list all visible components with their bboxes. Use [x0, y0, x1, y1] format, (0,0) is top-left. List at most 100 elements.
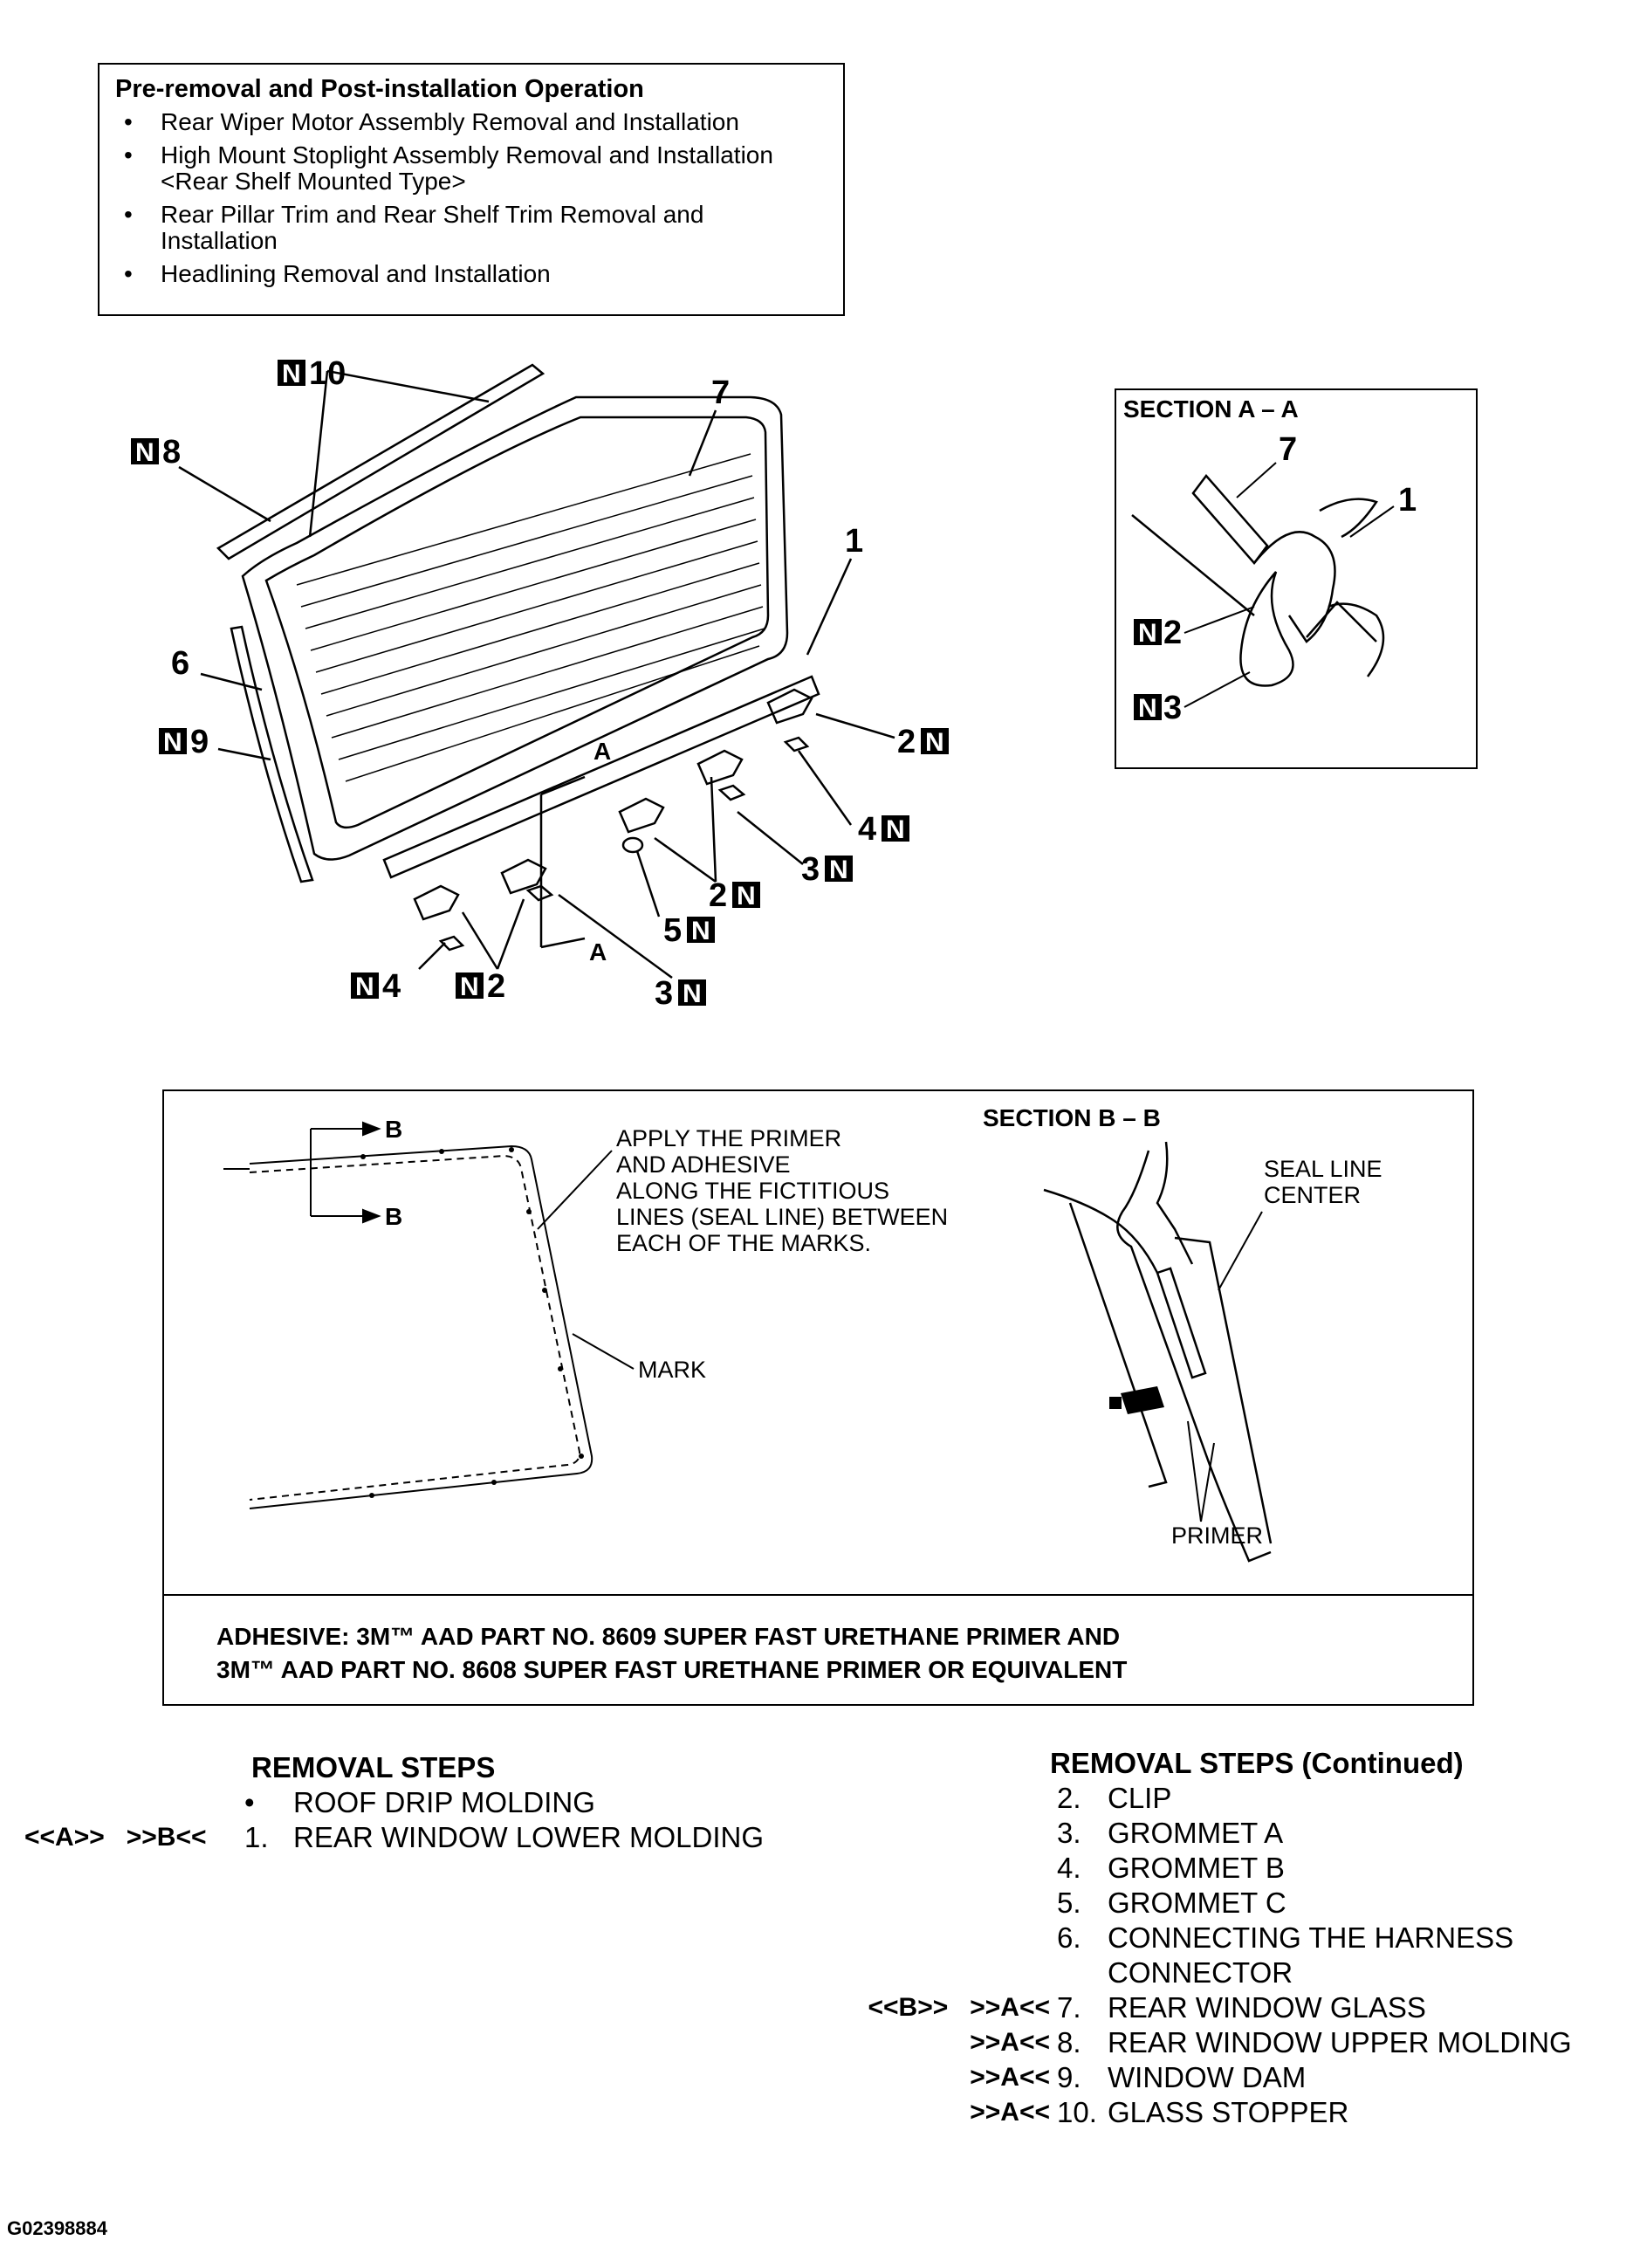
removal-row: CONNECTOR [825, 1955, 1572, 1990]
preop-item: High Mount Stoplight Assembly Removal an… [115, 142, 827, 195]
svg-text:N: N [460, 972, 479, 1001]
callout-2: 2 [487, 968, 505, 1005]
removal-title: REMOVAL STEPS (Continued) [1050, 1747, 1464, 1779]
adhesive-line: ADHESIVE: 3M™ AAD PART NO. 8609 SUPER FA… [216, 1623, 1121, 1650]
section-a-mark: A [593, 738, 611, 765]
seal-line-label: CENTER [1264, 1182, 1361, 1208]
svg-text:N: N [1138, 694, 1157, 723]
callout-2: 2 [709, 877, 727, 914]
grommet-a [717, 784, 746, 801]
step-code [825, 1921, 1050, 1955]
step-text: REAR WINDOW LOWER MOLDING [293, 1821, 765, 1853]
preop-item: Rear Pillar Trim and Rear Shelf Trim Rem… [115, 202, 827, 254]
removal-title: REMOVAL STEPS [251, 1751, 496, 1783]
step-text: CONNECTING THE HARNESS [1108, 1921, 1514, 1954]
step-text: GROMMET C [1108, 1887, 1286, 1919]
removal-row: 2.CLIP [825, 1781, 1572, 1816]
step-code [825, 1851, 1050, 1886]
svg-text:N: N [683, 979, 702, 1008]
apply-note-line: LINES (SEAL LINE) BETWEEN [616, 1204, 948, 1230]
svg-text:N: N [282, 360, 301, 388]
callout-3: 3 [801, 851, 820, 888]
step-num: 4. [1057, 1852, 1081, 1884]
svg-text:N: N [163, 728, 182, 757]
window-dam [230, 625, 314, 883]
step-code: >>A<< [970, 2028, 1050, 2057]
callout-3: 3 [1163, 690, 1182, 726]
clip [413, 884, 460, 921]
step-num: 8. [1057, 2026, 1081, 2058]
step-text: REAR WINDOW GLASS [1108, 1991, 1426, 2024]
svg-text:N: N [135, 438, 154, 467]
defogger-lines [296, 453, 765, 782]
section-aa-box [1115, 388, 1478, 769]
glass-inner [264, 416, 770, 829]
removal-row: <<B>> >>A<<7. REAR WINDOW GLASS [825, 1990, 1572, 2025]
step-text: GROMMET B [1108, 1852, 1285, 1884]
lower-molding [382, 675, 820, 879]
callout-4: 4 [858, 811, 876, 848]
section-aa-diagram: SECTION A – A 7 1 N 2 N 3 [1123, 395, 1417, 726]
callout-1: 1 [845, 523, 863, 560]
callout-4: 4 [382, 968, 401, 1005]
section-b-mark: B [385, 1116, 402, 1143]
removal-row: >>A<<10.GLASS STOPPER [825, 2095, 1572, 2130]
callout-7: 7 [1279, 431, 1297, 468]
apply-note-line: AND ADHESIVE [616, 1151, 791, 1178]
clip [696, 749, 744, 786]
apply-note-line: APPLY THE PRIMER [616, 1125, 841, 1151]
step-code [24, 1785, 244, 1820]
preop-list: Rear Wiper Motor Assembly Removal and In… [115, 109, 827, 288]
callout-2: 2 [1163, 615, 1182, 651]
removal-row: 4. GROMMET B [825, 1851, 1572, 1886]
upper-molding [216, 363, 545, 560]
grommet-b [783, 736, 810, 753]
apply-note-line: ALONG THE FICTITIOUS [616, 1178, 889, 1204]
mark-label: MARK [638, 1357, 706, 1383]
step-code [825, 1781, 1050, 1816]
clip [618, 797, 665, 834]
callout-9: 9 [190, 724, 209, 760]
step-code [825, 1955, 1050, 1990]
step-num: 3. [1057, 1817, 1081, 1849]
grommet-c [621, 836, 644, 854]
svg-text:N: N [355, 972, 374, 1001]
step-code: >>A<< [970, 2063, 1050, 2092]
step-code: <<B>> >>A<< [868, 1993, 1051, 2022]
step-text: CONNECTOR [1108, 1956, 1293, 1989]
section-aa-title: SECTION A – A [1123, 395, 1299, 423]
preop-item: Rear Wiper Motor Assembly Removal and In… [115, 109, 827, 136]
section-b-mark: B [385, 1203, 402, 1230]
svg-text:N: N [691, 917, 710, 945]
removal-row: >>A<<9.WINDOW DAM [825, 2060, 1572, 2095]
removal-row: 5.GROMMET C [825, 1886, 1572, 1921]
section-bb-box [162, 1089, 1474, 1706]
new-part-badges: N 10 N 8 7 1 6 N 9 2 N 4 N 3 N 2 N 5 N [131, 355, 949, 1012]
svg-text:N: N [886, 815, 905, 844]
step-text: REAR WINDOW UPPER MOLDING [1108, 2026, 1572, 2058]
removal-steps-right: REMOVAL STEPS (Continued) 2.CLIP 3. GROMM… [825, 1746, 1572, 2130]
section-a-mark: A [589, 938, 607, 966]
callout-3: 3 [655, 975, 673, 1012]
primer-tube-icon [1109, 1386, 1164, 1414]
svg-text:N: N [925, 728, 944, 757]
step-text: GROMMET A [1108, 1817, 1284, 1849]
grommet-a [525, 884, 554, 902]
callout-7: 7 [711, 375, 730, 411]
step-num: • [244, 1786, 255, 1818]
removal-row: >>A<<8. REAR WINDOW UPPER MOLDING [825, 2025, 1572, 2060]
step-num: 7. [1057, 1991, 1081, 2024]
step-code: <<A>> >>B<< [24, 1823, 207, 1852]
clip [766, 688, 813, 725]
removal-row: 6.CONNECTING THE HARNESS [825, 1921, 1572, 1955]
callout-8: 8 [162, 434, 181, 471]
grommet-b [438, 935, 465, 952]
removal-row: <<A>> >>B<< 1. REAR WINDOW LOWER MOLDING [24, 1820, 764, 1855]
callout-1: 1 [1398, 482, 1417, 519]
preop-item: Headlining Removal and Installation [115, 261, 827, 288]
apply-note-line: EACH OF THE MARKS. [616, 1230, 871, 1256]
step-text: GLASS STOPPER [1108, 2096, 1349, 2128]
step-text: CLIP [1108, 1782, 1172, 1814]
exploded-diagram: N 10 N 8 7 1 6 N 9 2 N 4 N 3 N 2 N 5 N [131, 355, 949, 1012]
removal-steps-left: REMOVAL STEPS • ROOF DRIP MOLDING <<A>> … [24, 1750, 764, 1855]
